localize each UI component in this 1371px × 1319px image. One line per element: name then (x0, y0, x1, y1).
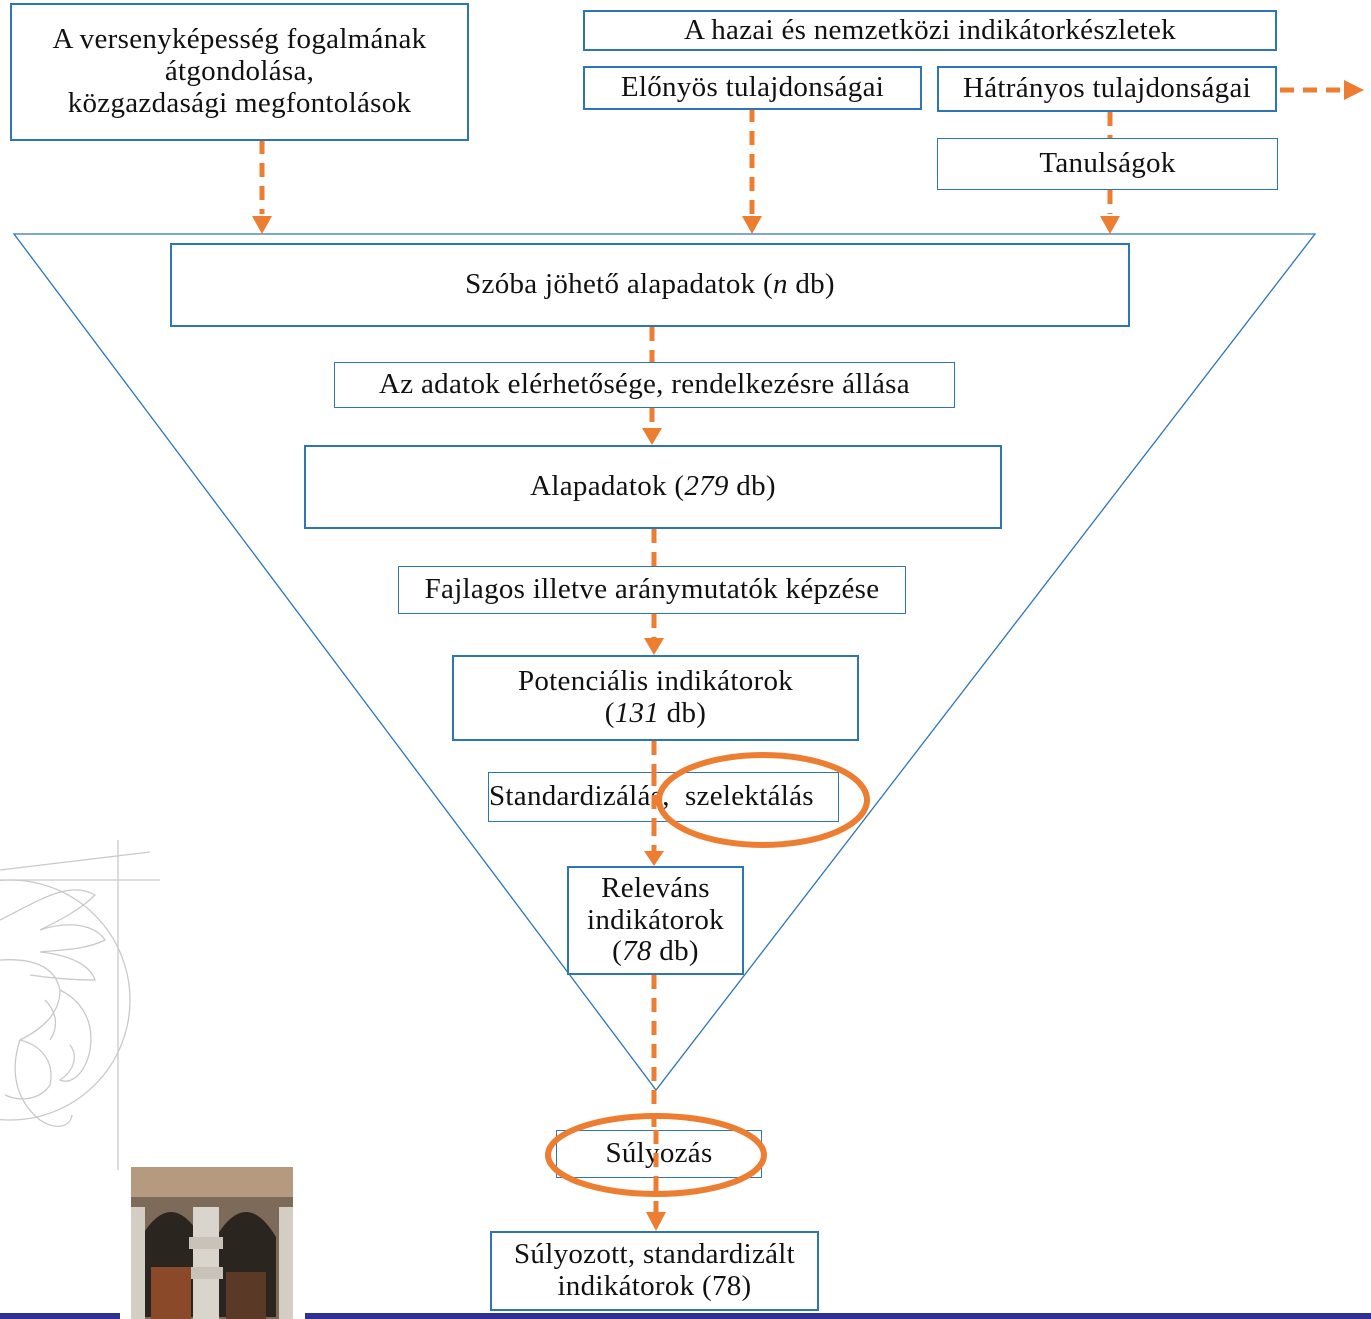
arrowhead (644, 851, 664, 866)
concept-line-2: átgondolása, (164, 55, 315, 88)
weighting-label: Súlyozás (605, 1137, 713, 1170)
standardization-box: Standardizálás, szelektálás (488, 772, 839, 822)
potential-count: 131 (614, 697, 660, 729)
standardization-label: Standardizálás, szelektálás (489, 780, 814, 813)
arrowhead (646, 1212, 666, 1231)
relevant-indicators-box: Releváns indikátorok (78 db) (567, 866, 744, 975)
availability-label: Az adatok elérhetősége, rendelkezésre ál… (379, 368, 910, 401)
disadvantages-box: Hátrányos tulajdonságai (937, 66, 1277, 112)
base-data-box: Alapadatok (279 db) (304, 445, 1002, 529)
result-line-2: indikátorok (78) (557, 1270, 752, 1302)
lessons-box: Tanulságok (937, 138, 1278, 190)
footer-bar (305, 1313, 1371, 1319)
advantages-box: Előnyös tulajdonságai (583, 66, 922, 110)
candidate-data-prefix: Szóba jöhető alapadatok ( (465, 268, 773, 301)
relevant-line-3: (78 db) (612, 935, 699, 968)
base-data-suffix: db) (728, 470, 776, 503)
arrowhead (644, 638, 664, 655)
relevant-line-2: indikátorok (586, 903, 724, 936)
potential-indicators-box: Potenciális indikátorok (131 db) (452, 655, 859, 741)
potential-line-1: Potenciális indikátorok (517, 665, 794, 698)
arrowhead (1344, 80, 1364, 100)
concept-line-3: közgazdasági megfontolások (67, 86, 412, 119)
ratio-forming-box: Fajlagos illetve aránymutatók képzése (398, 566, 906, 614)
base-data-label: Alapadatok (279 db) (530, 470, 776, 503)
candidate-data-count: n (772, 268, 788, 301)
concept-line-1: A versenyképesség fogalmának (52, 23, 427, 56)
concept-box: A versenyképesség fogalmának átgondolása… (10, 3, 469, 141)
candidate-data-suffix: db) (787, 268, 835, 301)
arrowhead (252, 216, 272, 234)
indicator-sets-title-box: A hazai és nemzetközi indikátorkészletek (583, 10, 1277, 51)
indicator-sets-title: A hazai és nemzetközi indikátorkészletek (684, 13, 1176, 46)
potential-line-2: (131 db) (604, 697, 707, 730)
relevant-prefix: ( (612, 935, 623, 968)
candidate-data-label: Szóba jöhető alapadatok (n db) (465, 268, 835, 301)
disadvantages-label: Hátrányos tulajdonságai (963, 72, 1251, 105)
weighting-box: Súlyozás (556, 1130, 762, 1178)
building-photo (131, 1167, 293, 1319)
advantages-label: Előnyös tulajdonságai (620, 71, 885, 104)
result-line-1: Súlyozott, standardizált (513, 1238, 796, 1271)
candidate-data-box: Szóba jöhető alapadatok (n db) (170, 243, 1130, 327)
griffin-watermark-logo (0, 840, 160, 1170)
funnel-triangle (12, 233, 1317, 1092)
potential-prefix: ( (604, 697, 615, 729)
base-data-prefix: Alapadatok ( (530, 470, 685, 503)
lessons-label: Tanulságok (1039, 147, 1176, 180)
relevant-suffix: db) (651, 935, 699, 968)
footer-bar-left (0, 1313, 120, 1319)
arrowhead (1100, 216, 1120, 234)
availability-box: Az adatok elérhetősége, rendelkezésre ál… (334, 362, 955, 408)
relevant-line-1: Releváns (601, 871, 710, 904)
base-data-count: 279 (684, 470, 729, 503)
result-box: Súlyozott, standardizált indikátorok (78… (490, 1231, 819, 1311)
potential-suffix: db) (659, 697, 707, 729)
relevant-count: 78 (622, 935, 652, 968)
arrowhead (642, 428, 662, 445)
arrowhead (742, 216, 762, 234)
ratio-forming-label: Fajlagos illetve aránymutatók képzése (424, 573, 880, 606)
